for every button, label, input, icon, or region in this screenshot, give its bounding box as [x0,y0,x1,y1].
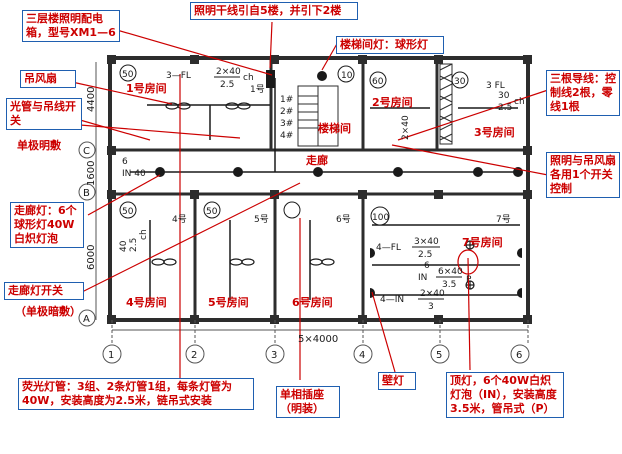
r2-frac: 2×40 [401,115,411,140]
callout-socket: 单相插座（明装） [276,386,340,418]
corridor-spec: IN 40 [122,169,146,179]
r7-fl-frac-top: 3×40 [414,237,439,247]
axis-4: 4 [359,350,365,361]
room-1-label: 1号房间 [126,81,167,95]
stair-lamp [317,71,327,81]
corridor-lamp [313,167,323,177]
callout-ceiling-fan: 吊风扇 [20,70,76,88]
r1-frac-top: 2×40 [216,67,241,77]
r7-in-frac-bot: 3.5 [442,280,456,290]
callout-panel: 三层楼照明配电箱，型号XM1—6 [22,10,120,42]
callout-switch-light-fan: 光管与吊线开关 [6,98,82,130]
room-7-label: 7号房间 [462,235,503,249]
corridor-lamp [155,167,165,177]
r3-frac-top: 30 [498,91,510,101]
callout-pendant: 顶灯，6个40W白炽灯泡（IN），安装高度3.5米，管吊式（P） [446,372,564,418]
r7-fl-spec: 4—FL [376,243,401,253]
switch-5: 5号 [254,214,269,225]
corridor-count: 6 [122,157,128,167]
circle-60: 60 [372,77,384,87]
callout-mains: 照明干线引自5楼，并引下2楼 [190,2,358,20]
r7-in-count: 6 [424,261,430,271]
sw-1: 1# [280,95,293,105]
r7-in-frac-top: 6×40 [438,267,463,277]
distribution-panel [266,70,275,88]
r7-wall-spec: 4—IN [380,295,404,305]
axis-a: A [83,314,90,325]
circle-10: 10 [341,71,353,81]
callout-wall-lamp: 壁灯 [378,372,416,390]
corridor-label: 走廊 [305,153,328,167]
r7-fl-frac-bot: 2.5 [418,250,432,260]
r4-h: 2.5 [129,238,139,252]
callout-three-wires: 三根导线：控制线2根，零线1根 [546,70,620,116]
spec-highlight [457,249,479,275]
circle-50b: 50 [122,207,134,217]
corridor-lamp [473,167,483,177]
switch-4: 4号 [172,214,187,225]
circle-30: 30 [454,77,466,87]
callout-single-pole-surface: 单极明敷 [17,139,61,152]
room7-pendants [465,240,475,290]
switch-7: 7号 [496,214,511,225]
wiring [130,78,520,300]
column-posts [107,55,532,324]
callout-fluorescent: 荧光灯管：3组、2条灯管1组，每条灯管为40W，安装高度为2.5米，链吊式安装 [18,378,254,410]
r1-frac-bot: 2.5 [220,80,234,90]
sw-3: 3# [280,119,293,129]
sw-4: 4# [280,131,293,141]
r3-spec: 3 FL [486,81,505,91]
dim-1600: 1600 [86,161,97,186]
panel-number: 1号 [250,84,265,95]
circle-50c: 50 [206,207,218,217]
shaft-hatch [439,63,453,145]
r1-fl-spec: 3—FL [166,71,191,81]
room-2-label: 2号房间 [372,95,413,109]
r4-ch: ch [139,229,149,240]
axis-6: 6 [516,350,522,361]
outer-walls [108,56,530,322]
corridor-lamp [393,167,403,177]
dim-bottom: 5×4000 [298,334,338,345]
sw-2: 2# [280,107,293,117]
r7-in-label: IN [418,273,427,283]
room-3-label: 3号房间 [474,125,515,139]
grid-axes [78,62,530,364]
r1-ch: ch [243,73,254,83]
staircase [297,85,339,147]
callout-stair-light: 楼梯间灯：球形灯 [336,36,444,54]
dim-4400: 4400 [86,87,97,112]
corridor-lamp [233,167,243,177]
stair-label: 楼梯间 [318,121,351,135]
axis-2: 2 [191,350,197,361]
switch-6: 6号 [336,214,351,225]
r7-wall-frac-top: 2×40 [420,289,445,299]
room-6-label: 6号房间 [292,295,333,309]
axis-1: 1 [108,350,114,361]
corridor-lamps [155,71,523,177]
callout-corridor-lamp: 走廊灯：6个球形灯40W白炽灯泡 [10,202,84,248]
r7-wall-frac-bot: 3 [428,302,434,312]
room-4-label: 4号房间 [126,295,167,309]
r7-p: P [466,275,472,285]
callout-shared-switch: 照明与吊风扇各用1个开关控制 [546,152,620,198]
callout-corridor-switch: 走廊灯开关 [4,282,84,300]
r3-frac-bot: 2.5 [498,103,512,113]
callout-single-pole-concealed: （单极暗敷） [15,305,81,318]
axis-c: C [83,146,90,157]
leader-lines [71,21,549,380]
r3-ch: ch [514,97,525,107]
room-circles [119,64,469,226]
r4-spec: 40 [119,240,129,252]
circle-50a: 50 [122,70,134,80]
axis-b: B [83,188,90,199]
axis-3: 3 [271,350,277,361]
ceiling-fans [151,102,335,266]
room-5-label: 5号房间 [208,295,249,309]
axis-5: 5 [436,350,442,361]
circle-100: 100 [372,213,389,223]
dim-6000: 6000 [86,245,97,270]
